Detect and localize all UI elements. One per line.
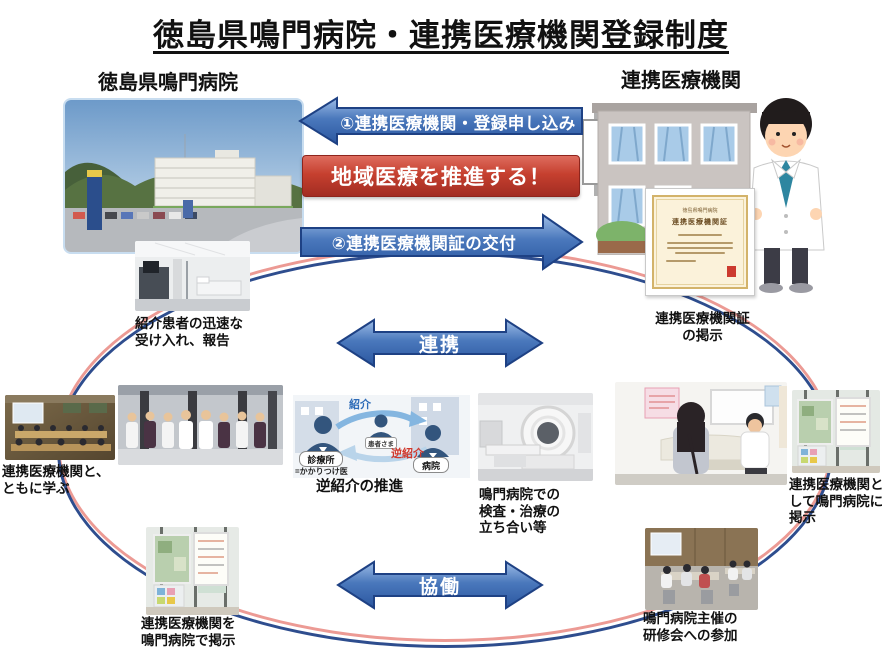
relation-arrow-top: 連携 (334, 314, 546, 372)
certificate-text-line (667, 247, 733, 249)
caption-reverse-referral: 逆紹介の推進 (316, 479, 403, 495)
referral-label: 紹介 (349, 399, 371, 411)
clinic-person-icon (314, 416, 332, 434)
patient-person-icon (374, 414, 388, 428)
certificate-text-line (666, 260, 696, 262)
slogan-banner: 地域医療を推進する！ (302, 155, 580, 197)
caption-learn-together: 連携医療機関と、 ともに学ぶ (2, 464, 110, 496)
workshop-photo (645, 528, 758, 610)
referral-diagram: 紹介 患者さま 逆紹介 診療所 =かかりつけ医 病院 (293, 395, 470, 478)
certificate-illustration: 徳島県鳴門病院 連携医療機関証 (645, 188, 755, 296)
referral-arrow-icon (409, 411, 427, 427)
certificate-text-line (675, 252, 725, 254)
relation-top-label: 連携 (418, 334, 461, 356)
caption-workshop: 鳴門病院主催の 研修会への参加 (643, 611, 738, 643)
caption-exam-attendance: 鳴門病院での 検査・治療の 立ち合い等 (479, 487, 560, 536)
caption-display-at-naruto: 連携医療機関と して鳴門病院に 掲示 (789, 477, 882, 526)
slogan-text: 地域医療を推進する！ (331, 166, 551, 189)
caption-certificate-display: 連携医療機関証 の掲示 (655, 311, 750, 343)
exam-room-photo (135, 241, 250, 311)
certificate-title: 連携医療機関証 (672, 219, 728, 226)
conference-photo (5, 395, 115, 460)
certificate-header: 徳島県鳴門病院 (682, 208, 718, 214)
mri-photo (478, 393, 593, 481)
certificate-text-line (678, 234, 722, 236)
certificate-paper: 徳島県鳴門病院 連携医療機関証 (652, 195, 748, 289)
certificate-text-line (667, 242, 733, 244)
doctor-icon (747, 98, 825, 293)
reverse-referral-arrow-icon (337, 445, 357, 461)
double-arrow-icon (336, 560, 544, 610)
hospital-photo-art (65, 100, 302, 252)
caption-referral-patients: 紹介患者の迅速な 受け入れ、報告 (135, 316, 243, 348)
clinic-note: =かかりつけ医 (295, 467, 348, 476)
partner-board-photo (792, 390, 880, 473)
consultation-photo (615, 382, 787, 485)
hospital-box: 病院 (413, 457, 449, 473)
page-title: 徳島県鳴門病院・連携医療機関登録制度 (153, 18, 729, 53)
double-arrow-icon (336, 318, 544, 368)
left-arrow-icon (298, 96, 583, 146)
clinic-box: 診療所 (299, 451, 343, 467)
certificate-seal (727, 266, 736, 277)
label-partner: 連携医療機関 (621, 70, 741, 92)
right-arrow-icon (300, 213, 584, 271)
staff-photo (118, 385, 283, 465)
lobby-board-photo (146, 527, 239, 615)
hospital-person-icon (425, 425, 441, 441)
label-hospital: 徳島県鳴門病院 (98, 72, 238, 94)
caption-display-boards: 連携医療機関を 鳴門病院で掲示 (141, 616, 236, 648)
arrow-step2: ②連携医療機関証の交付 (297, 211, 585, 273)
step1-label: ①連携医療機関・登録申し込み (340, 114, 576, 133)
step2-label: ②連携医療機関証の交付 (331, 235, 517, 253)
hospital-photo (63, 98, 304, 254)
doctor-illustration (738, 98, 873, 298)
patient-label: 患者さま (365, 437, 397, 449)
relation-arrow-bottom: 協働 (334, 556, 546, 614)
relation-bottom-label: 協働 (418, 576, 461, 598)
arrow-step1: ①連携医療機関・登録申し込み (297, 95, 585, 148)
